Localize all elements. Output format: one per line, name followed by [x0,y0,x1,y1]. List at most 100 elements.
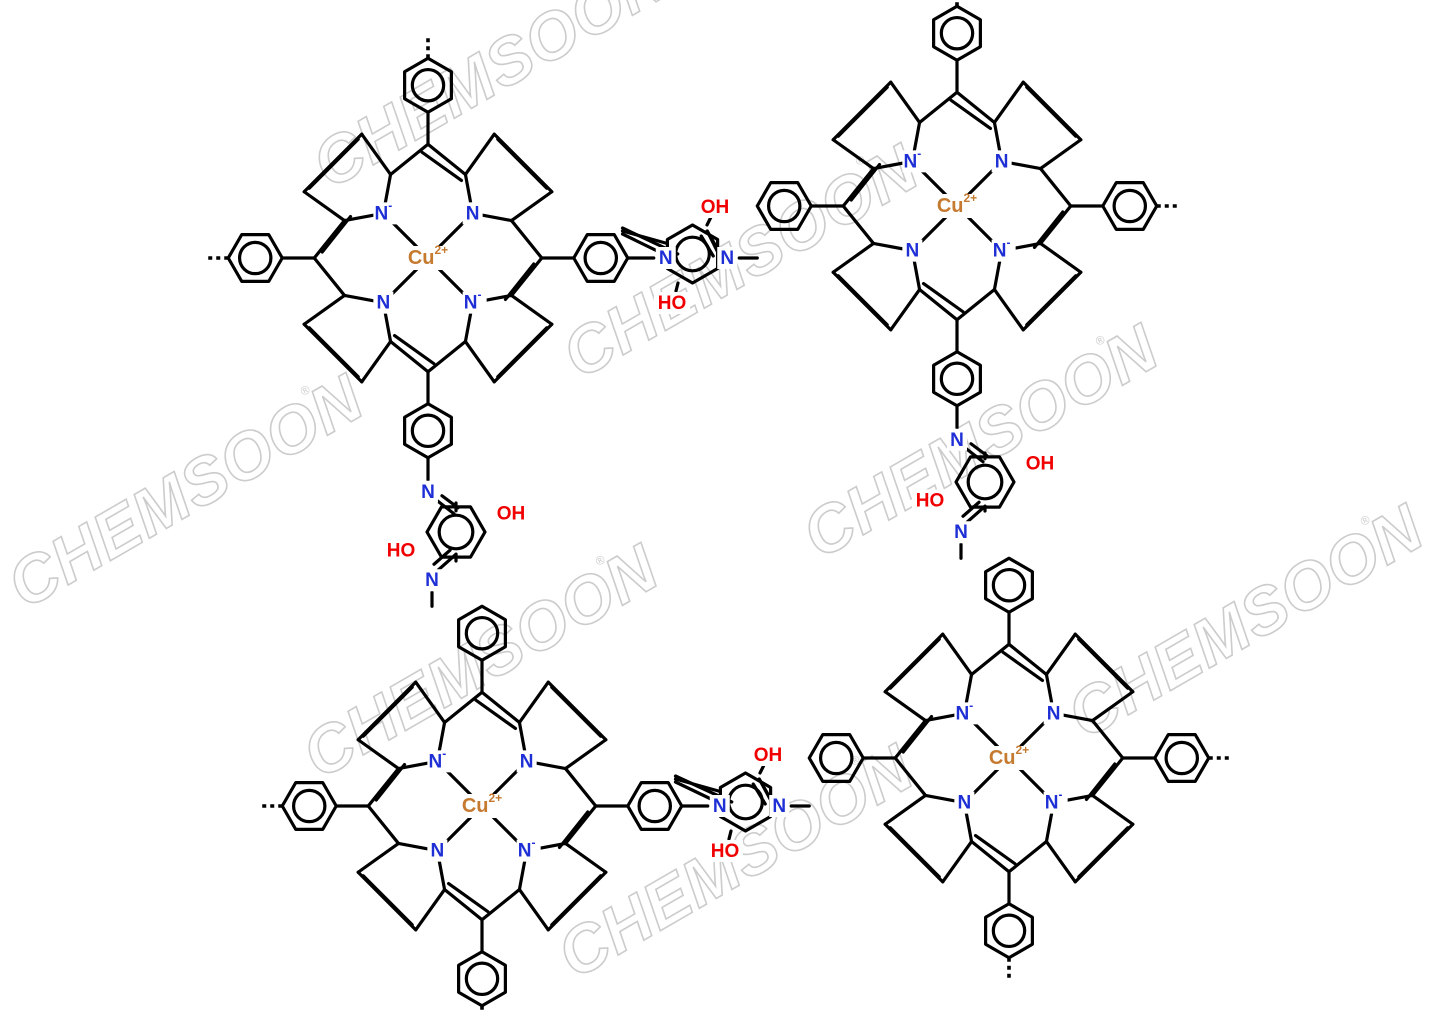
label-bg [373,202,398,225]
watermark: CHEMSOON® [1054,489,1436,753]
label-bg [654,292,690,314]
nitrogen-anion-label: N- [518,836,536,862]
benzene-ring [403,402,453,460]
bond [312,218,347,260]
bond [480,887,522,922]
benzene-ring [807,733,865,783]
hydroxyl-label: OH [497,503,526,524]
label-bg [1022,452,1058,475]
bond [320,214,353,254]
watermark-text: CHEMSOON [0,360,376,623]
bond [550,874,603,927]
bond [388,142,430,177]
bond [1038,204,1073,246]
bond [992,287,1025,332]
label-bg [951,521,971,544]
nitrogen-label: N [954,522,968,543]
benzene-ring [403,56,453,114]
label-bg [750,744,786,766]
label-bg [464,794,504,818]
label-bg [991,746,1031,770]
hydroxyl-label: OH [701,197,730,218]
bond [973,833,1017,866]
watermark-text: CHEMSOON [1055,490,1436,753]
label-bg [1043,791,1068,814]
bond [673,777,722,794]
bond [1090,793,1135,826]
watermark: CHEMSOON® [299,0,681,203]
bond [366,766,401,808]
bond [1001,650,1045,683]
aromatic-circle [291,788,327,824]
aromatic-circle [237,240,273,276]
bond [1090,756,1125,798]
bond [1038,241,1083,274]
aromatic-circle [464,961,500,997]
label-bg [717,247,738,269]
aromatic-circle [766,188,802,224]
bond [442,690,484,725]
bond [941,839,974,884]
nitrogen-label: N [421,481,435,502]
bond [432,548,452,566]
benzene-ring [984,556,1034,614]
bond [841,166,876,208]
aromatic-circle [464,615,500,651]
aromatic-circle [966,463,1004,501]
hydroxyl-label-left: HO [658,293,687,314]
bond [426,142,468,177]
benzene-ring [572,233,630,283]
aromatic-circle [1164,740,1200,776]
atom-label-layer: N-NN-NCu2+N-NN-NCu2+N-NN-NCu2+N-NN-NCu2+… [373,146,1068,862]
bond [392,333,436,366]
hydroxyl-label-left: HO [916,490,945,511]
label-bg [707,840,743,862]
bond [361,874,414,927]
nitrogen-label: N [520,751,534,772]
bond [1084,762,1117,802]
benzene-ring [280,781,338,831]
bond [509,218,544,260]
label-bg [462,291,487,314]
bond [563,738,608,771]
label-bg [493,502,529,525]
aromatic-circle [410,413,446,449]
bond [955,90,997,125]
label-bg [427,839,448,862]
label-bg [422,569,442,592]
bond [307,326,360,379]
benzene-ring [984,902,1034,960]
label-bg [991,150,1012,173]
copper-ion-label: Cu2+ [937,191,977,217]
label-bg [991,239,1016,262]
bond [955,287,997,322]
bond [442,887,484,922]
watermark-text: CHEMSOON [300,0,681,202]
bond [969,839,1011,874]
bond [841,204,876,246]
label-bg [954,702,979,725]
benzene-ring [1101,181,1159,231]
bond [883,690,928,723]
bond [849,162,882,202]
benzene-ring [932,350,982,408]
bond [496,326,549,379]
bond [302,293,347,326]
bond [480,690,522,725]
bond [1007,642,1049,677]
bond [388,339,430,374]
bond [366,804,401,846]
bond [893,756,928,798]
bond [302,190,347,223]
bond [563,841,608,874]
bond [446,881,490,914]
aromatic-circle [583,240,619,276]
label-bg [462,202,483,225]
bond [883,793,928,826]
label-bg [655,247,676,269]
aromatic-circle [991,567,1027,603]
bond [474,698,518,731]
bond [1044,632,1077,677]
benzene-ring [457,950,507,1008]
bond [941,632,974,677]
